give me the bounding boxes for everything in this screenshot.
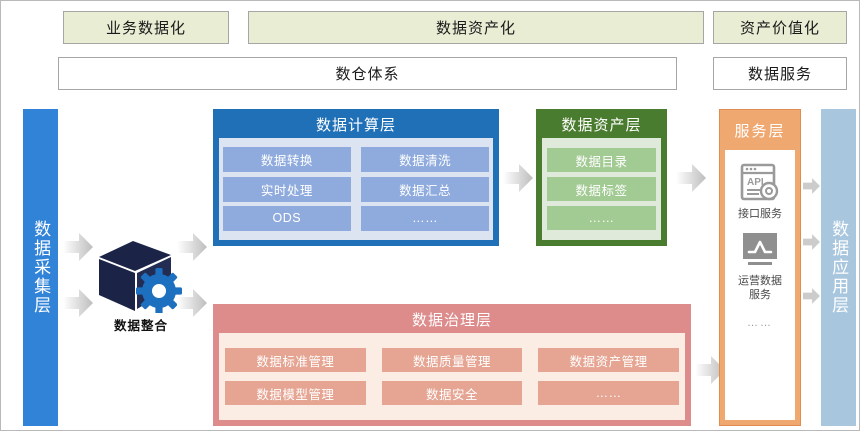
chip-data-transform[interactable]: 数据转换 [223, 147, 351, 173]
chip-data-standard-management[interactable]: 数据标准管理 [225, 348, 366, 372]
layer-body-compute: 数据转换 数据清洗 实时处理 数据汇总 ODS …… [219, 138, 493, 240]
chip-data-quality-management[interactable]: 数据质量管理 [381, 348, 523, 372]
layer-body-governance: 数据标准管理 数据质量管理 数据资产管理 数据模型管理 数据安全 …… [219, 333, 685, 420]
arrow-integrate-to-compute [177, 233, 207, 261]
data-integration-node: 数据整合 [89, 239, 193, 334]
column-data-collection-layer: 数据采集层 [23, 109, 58, 426]
chip-data-model-management[interactable]: 数据模型管理 [225, 381, 366, 405]
chip-ods[interactable]: ODS [223, 205, 351, 231]
layer-body-asset: 数据目录 数据标签 …… [542, 138, 661, 240]
chip-row: 数据标签 [547, 177, 656, 201]
column-label: 数据采集层 [31, 220, 51, 315]
column-data-application-layer: 数据应用层 [821, 109, 856, 426]
header-strip-label: 数据资产化 [435, 20, 516, 37]
layer-panel-asset: 数据资产层 数据目录 数据标签 …… [536, 109, 667, 246]
chip-data-security[interactable]: 数据安全 [381, 381, 523, 405]
layer-body-service: API 接口服务 运营数据 服务 …… [725, 150, 795, 420]
subheader-label: 数据服务 [747, 66, 812, 83]
subheader-warehouse-system: 数仓体系 [58, 57, 677, 90]
arrow-integrate-to-governance [177, 289, 207, 317]
header-strip-data-assetization: 数据资产化 [248, 11, 704, 44]
chip-data-asset-management[interactable]: 数据资产管理 [538, 348, 679, 372]
header-strip-label: 资产价值化 [739, 20, 820, 37]
arrow-collect-to-integrate-bottom [63, 289, 93, 317]
api-window-gear-icon: API [740, 163, 779, 201]
chip-realtime-processing[interactable]: 实时处理 [223, 176, 351, 202]
column-label: 数据应用层 [829, 220, 849, 315]
chip-asset-more[interactable]: …… [547, 206, 656, 230]
header-strip-asset-valuation: 资产价值化 [713, 11, 847, 44]
chip-row: 数据模型管理 数据安全 …… [225, 381, 679, 405]
chip-data-tag[interactable]: 数据标签 [547, 177, 656, 201]
subheader-data-service: 数据服务 [713, 57, 847, 90]
chip-data-aggregation[interactable]: 数据汇总 [361, 176, 489, 202]
service-item-api[interactable]: API 接口服务 [738, 162, 782, 222]
chip-data-catalog[interactable]: 数据目录 [547, 148, 656, 172]
chip-compute-more[interactable]: …… [361, 205, 489, 231]
chip-row: …… [547, 206, 656, 230]
layer-panel-governance: 数据治理层 数据标准管理 数据质量管理 数据资产管理 数据模型管理 数据安全 …… [213, 304, 691, 426]
chip-row: 实时处理 数据汇总 [223, 176, 489, 202]
header-strip-label: 业务数据化 [105, 20, 186, 37]
layer-title-compute: 数据计算层 [315, 116, 396, 134]
header-strip-business-datafication: 业务数据化 [63, 11, 229, 44]
subheader-label: 数仓体系 [335, 66, 400, 83]
service-item-caption: 接口服务 [738, 208, 782, 220]
layer-panel-service: 服务层 API 接口服务 [719, 109, 801, 426]
service-more-label: …… [747, 317, 773, 330]
arrow-service-to-app-3 [803, 288, 820, 304]
arrow-collect-to-integrate-top [63, 233, 93, 261]
chip-governance-more[interactable]: …… [538, 381, 679, 405]
data-integration-label: 数据整合 [113, 319, 168, 333]
layer-title-asset: 数据资产层 [561, 116, 642, 134]
svg-text:API: API [747, 177, 764, 188]
layer-panel-compute: 数据计算层 数据转换 数据清洗 实时处理 数据汇总 ODS …… [213, 109, 499, 246]
arrow-compute-to-asset [503, 164, 533, 192]
chip-row: 数据转换 数据清洗 [223, 147, 489, 173]
arrow-service-to-app-1 [803, 178, 820, 194]
service-item-caption: 运营数据 服务 [738, 274, 782, 301]
layer-title-governance: 数据治理层 [411, 311, 492, 329]
cube-gear-icon [99, 241, 182, 313]
arrow-governance-to-service [695, 356, 725, 384]
chip-row: ODS …… [223, 205, 489, 231]
chip-row: 数据目录 [547, 148, 656, 172]
chip-row: 数据标准管理 数据质量管理 数据资产管理 [225, 348, 679, 372]
arrow-service-to-app-2 [803, 234, 820, 250]
monitor-chart-icon [743, 232, 777, 265]
chip-data-cleansing[interactable]: 数据清洗 [361, 147, 489, 173]
arrow-asset-to-service [676, 164, 706, 192]
service-item-operations-data[interactable]: 运营数据 服务 [738, 231, 782, 303]
layer-title-service: 服务层 [734, 122, 786, 140]
